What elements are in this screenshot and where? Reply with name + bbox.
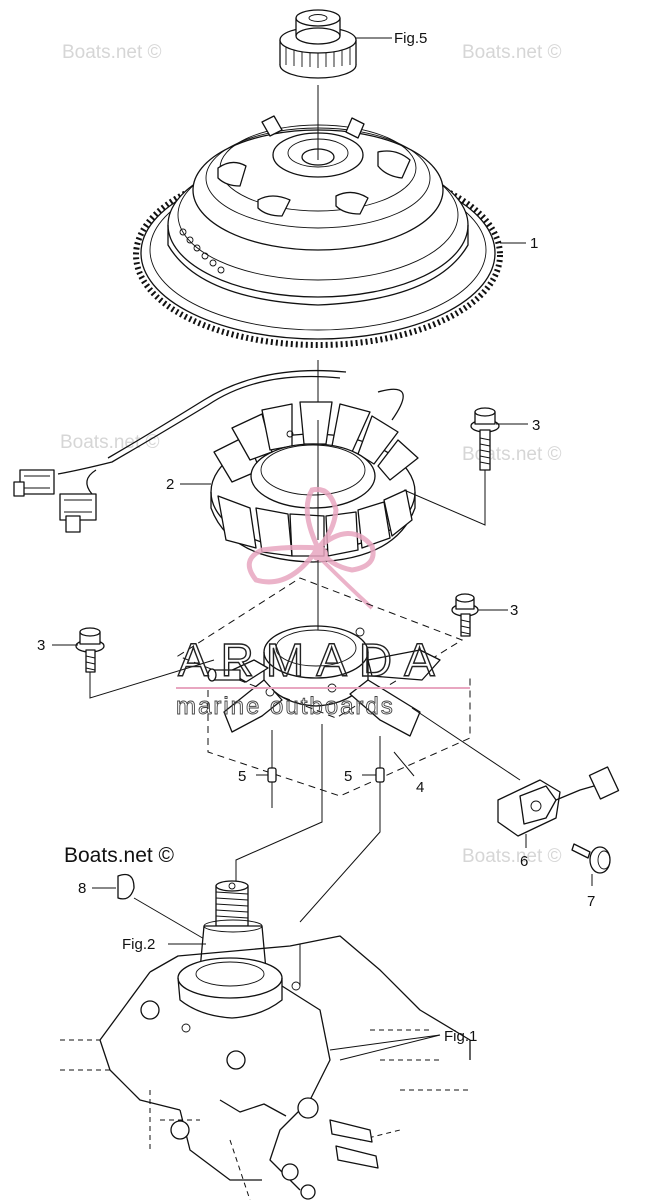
pulser-coil	[411, 707, 620, 837]
brand-tagline: marine outboards	[176, 693, 395, 720]
callout-7: 7	[587, 893, 595, 910]
armada-logo	[246, 486, 376, 610]
callout-1: 1	[530, 235, 538, 252]
dowel-pin-left	[267, 767, 277, 783]
callout-2: 2	[166, 476, 174, 493]
callout-3-right-upper: 3	[532, 417, 540, 434]
callout-6: 6	[520, 853, 528, 870]
watermark-lower-right: Boats.net ©	[462, 846, 562, 867]
callout-fig2: Fig.2	[122, 936, 155, 953]
watermark-lower-center: Boats.net ©	[64, 844, 175, 867]
flywheel-nut	[279, 9, 357, 79]
callout-4: 4	[416, 779, 424, 796]
screw-7	[571, 843, 611, 874]
callout-5-right: 5	[344, 768, 352, 785]
callout-3-left: 3	[37, 637, 45, 654]
stator-base-plate	[176, 577, 471, 797]
callout-8: 8	[78, 880, 86, 897]
dowel-pin-right	[375, 767, 385, 783]
watermark-mid-right: Boats.net ©	[462, 444, 562, 465]
bolt-3-left	[75, 627, 105, 673]
watermark-mid-left: Boats.net ©	[60, 432, 160, 453]
powerhead-block	[60, 935, 471, 1200]
callout-fig5: Fig.5	[394, 30, 427, 47]
callout-5-left: 5	[238, 768, 246, 785]
bolt-3-right-middle	[451, 593, 479, 637]
callout-3-right-lower: 3	[510, 602, 518, 619]
crankshaft-end	[199, 880, 267, 971]
watermark-top-left: Boats.net ©	[62, 42, 162, 63]
bolt-3-upper-right	[470, 407, 500, 471]
woodruff-key	[117, 873, 135, 900]
watermark-top-right: Boats.net ©	[462, 42, 562, 63]
brand-name: ARMADA	[178, 634, 447, 686]
callout-fig1: Fig.1	[444, 1028, 477, 1045]
